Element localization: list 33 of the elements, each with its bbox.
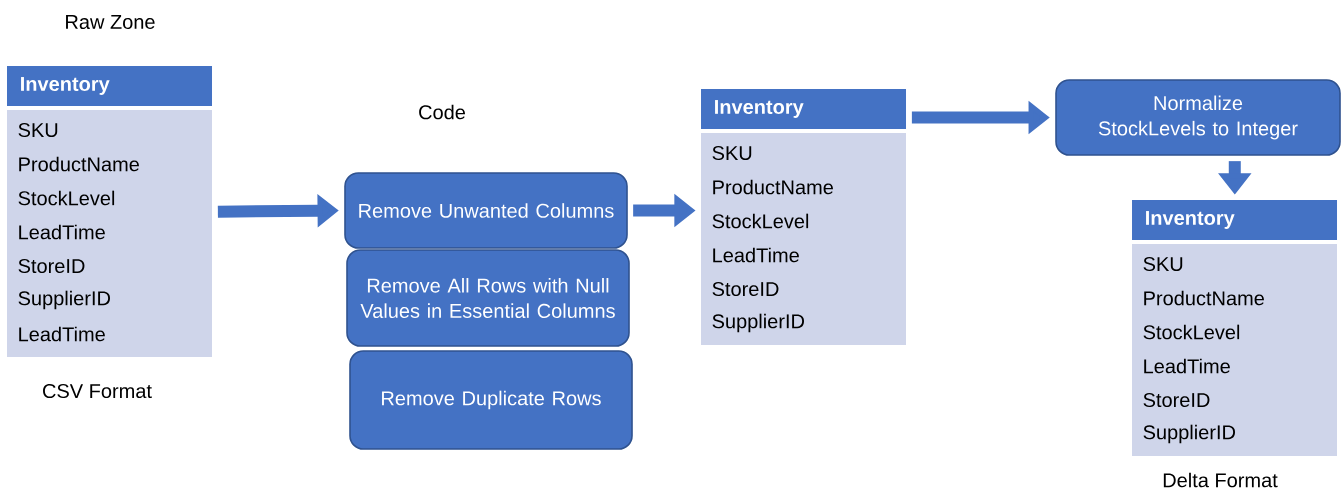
table (1132, 200, 1337, 456)
zone-label: Delta Format (1163, 472, 1278, 488)
table-row: SupplierID (1143, 424, 1235, 444)
process-box: Normalize StockLevels to Integer (1055, 79, 1341, 156)
table-row: SKU (1143, 256, 1183, 272)
process-box: Remove Duplicate Rows (349, 350, 633, 450)
table-row: SKU (18, 122, 58, 138)
table-row: StockLevel (712, 213, 809, 229)
section-label: Code (419, 104, 465, 120)
table-row: StoreID (18, 258, 85, 274)
table-row: StockLevel (1143, 324, 1240, 340)
zone-label: CSV Format (43, 383, 152, 399)
table-row: LeadTime (1144, 358, 1230, 374)
table-row: SupplierID (712, 313, 804, 333)
zone-label: Raw Zone (66, 15, 155, 29)
table-row: ProductName (1144, 290, 1264, 306)
table-row: StoreID (1143, 392, 1210, 408)
table-row: StoreID (712, 281, 779, 297)
table-row: LeadTime (19, 224, 105, 240)
process-box: Remove All Rows with Null Values in Essential Columns (346, 249, 630, 347)
process-box: Remove Unwanted Columns (344, 172, 628, 249)
table-row: LeadTime (713, 247, 799, 263)
table-header: Inventory (7, 66, 212, 106)
table (701, 89, 906, 345)
table (7, 66, 212, 357)
table-header: Inventory (1132, 200, 1337, 240)
table-row: SKU (712, 145, 752, 161)
table-row: SupplierID (18, 290, 110, 310)
table-row: ProductName (19, 156, 139, 172)
table-row: StockLevel (18, 190, 115, 206)
table-row: ProductName (713, 179, 833, 195)
table-header: Inventory (701, 89, 906, 129)
table-row: LeadTime (19, 326, 105, 342)
